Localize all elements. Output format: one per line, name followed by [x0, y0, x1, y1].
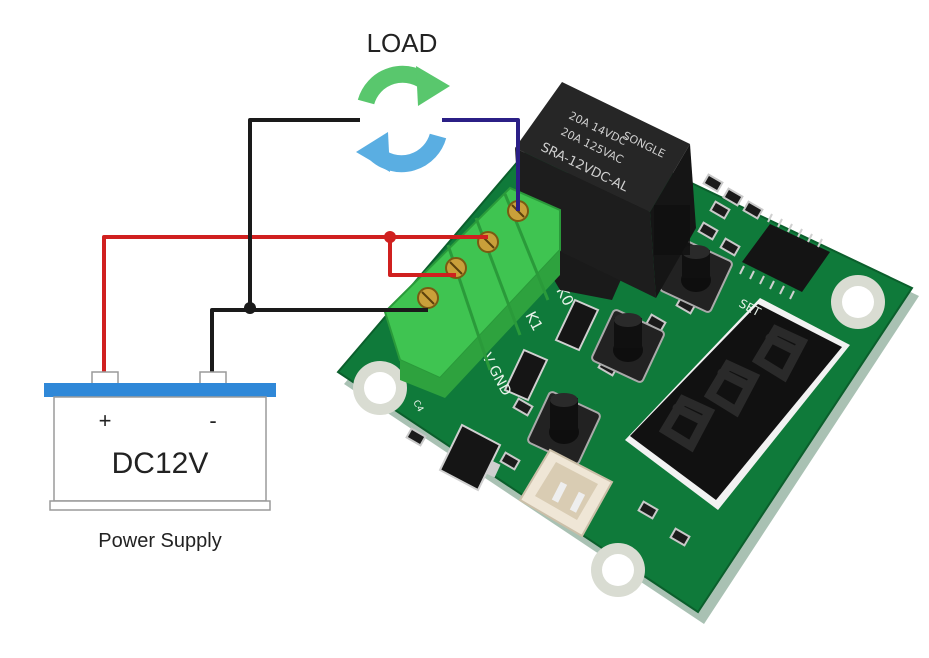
relay: SONGLE 20A 14VDC 20A 125VAC SRA-12VDC-AL [515, 82, 696, 300]
push-button [591, 309, 665, 383]
battery-plus-sign: + [99, 408, 112, 433]
display-digits [658, 324, 809, 453]
power-supply: + - DC12V Power Supply [44, 371, 276, 552]
thermostat-board: 0 0 0 K0 K1 +12V GND SET C4 SONGLE 20A 1… [336, 82, 919, 624]
microcontroller-chip [739, 213, 830, 300]
wire-junction [244, 302, 256, 314]
smd-components [405, 173, 764, 547]
wire-negative-black [210, 308, 428, 372]
mounting-hole [831, 275, 885, 329]
wire-positive-red [102, 235, 488, 372]
battery-terminal-negative [199, 371, 227, 385]
seven-segment-display: 0 0 0 [625, 298, 850, 510]
wire-junction [384, 231, 396, 243]
battery-top [44, 383, 276, 397]
load: LOAD [356, 28, 450, 173]
sensor-connector [518, 448, 614, 538]
wire-red-jumper [388, 237, 456, 277]
power-supply-caption: Power Supply [98, 530, 221, 552]
battery-terminal-positive [91, 371, 119, 385]
wire-load-blue [442, 118, 520, 211]
mounting-hole [353, 361, 407, 415]
regulator [438, 423, 502, 492]
transistor [503, 348, 549, 402]
push-button [527, 391, 601, 465]
load-label: LOAD [367, 28, 438, 58]
mounting-hole [591, 543, 645, 597]
battery-body [53, 396, 267, 502]
wires [102, 118, 520, 372]
wire-load-black [248, 118, 360, 310]
terminal-screw [417, 287, 439, 309]
cycle-arrows-icon [356, 65, 450, 173]
battery-minus-sign: - [209, 408, 216, 433]
transistor [554, 298, 600, 352]
battery-voltage: DC12V [112, 447, 209, 480]
push-button [659, 239, 733, 313]
battery-base [49, 500, 271, 511]
